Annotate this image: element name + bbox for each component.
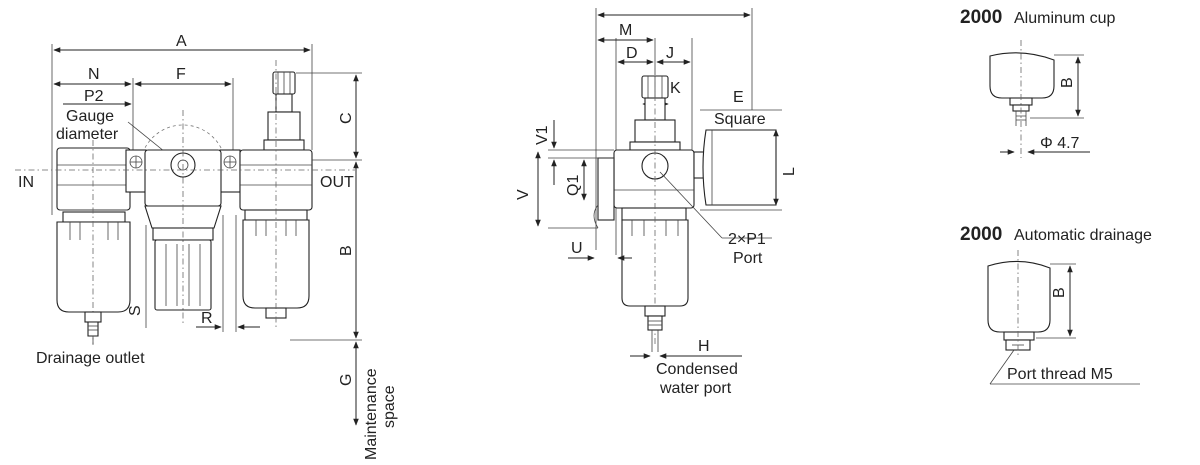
out-port-label: OUT xyxy=(320,174,354,191)
condensed-label-line1: Condensed xyxy=(656,361,738,378)
dim-q1-label: Q1 xyxy=(565,175,582,196)
dim-n-label: N xyxy=(88,66,100,83)
auto-drain-thread-label: Port thread M5 xyxy=(1007,366,1113,383)
filter-ring xyxy=(62,211,126,223)
dim-f-label: F xyxy=(176,66,186,83)
dim-g-label: G xyxy=(338,374,355,386)
aluminum-cup-b-label: B xyxy=(1059,77,1076,88)
condensed-label-line2: water port xyxy=(659,380,732,397)
dim-l-label: L xyxy=(781,167,798,176)
drain-valve xyxy=(84,311,102,323)
dim-b-label: B xyxy=(338,245,355,256)
side-view-drawing: M D J K E Square L xyxy=(515,8,798,397)
auto-drain-b-label: B xyxy=(1051,287,1068,298)
dim-a-label: A xyxy=(176,33,187,50)
dim-p2-label: P2 xyxy=(84,88,104,105)
dim-m-label: M xyxy=(619,22,632,39)
side-gauge xyxy=(702,129,777,206)
dim-r-label: R xyxy=(201,310,213,327)
auto-drain-title: Automatic drainage xyxy=(1014,227,1152,244)
dim-d-label: D xyxy=(626,45,638,62)
frl-unit-drawing: A N F P2 Gauge diameter Drainage outlet xyxy=(15,33,398,460)
aluminum-cup-bowl xyxy=(989,52,1055,99)
in-port-label: IN xyxy=(18,174,34,191)
port-count-label: 2×P1 xyxy=(728,231,766,248)
dim-k-label: K xyxy=(670,80,681,97)
gauge-label-line1: Gauge xyxy=(66,108,114,125)
automatic-drain-detail: 2000 Automatic drainage B Port thread M5 xyxy=(960,224,1152,385)
dim-h-label: H xyxy=(698,338,710,355)
aluminum-cup-model: 2000 xyxy=(960,7,1002,28)
dim-v-label: V xyxy=(515,189,532,200)
port-label: Port xyxy=(733,250,763,267)
aluminum-cup-title: Aluminum cup xyxy=(1014,10,1115,27)
auto-drain-model: 2000 xyxy=(960,224,1002,245)
dim-s-label: S xyxy=(127,305,144,316)
square-label: Square xyxy=(714,111,766,128)
dim-j-label: J xyxy=(666,45,674,62)
aluminum-cup-detail: 2000 Aluminum cup B Φ 4.7 xyxy=(960,7,1115,158)
filter-bowl xyxy=(56,221,131,313)
dim-u-label: U xyxy=(571,240,583,257)
auto-drain-bowl xyxy=(987,260,1051,333)
gauge-label-line2: diameter xyxy=(56,126,119,143)
aluminum-cup-dia-label: Φ 4.7 xyxy=(1040,135,1080,152)
filter-head xyxy=(56,147,131,211)
drain-label: Drainage outlet xyxy=(36,350,145,367)
dim-e-label: E xyxy=(733,89,744,106)
dim-c-label: C xyxy=(338,112,355,124)
side-bracket xyxy=(597,157,615,221)
maintenance-label-line1: Maintenance xyxy=(363,368,380,460)
maintenance-label-line2: space xyxy=(381,385,398,428)
dim-v1-label: V1 xyxy=(534,125,551,145)
